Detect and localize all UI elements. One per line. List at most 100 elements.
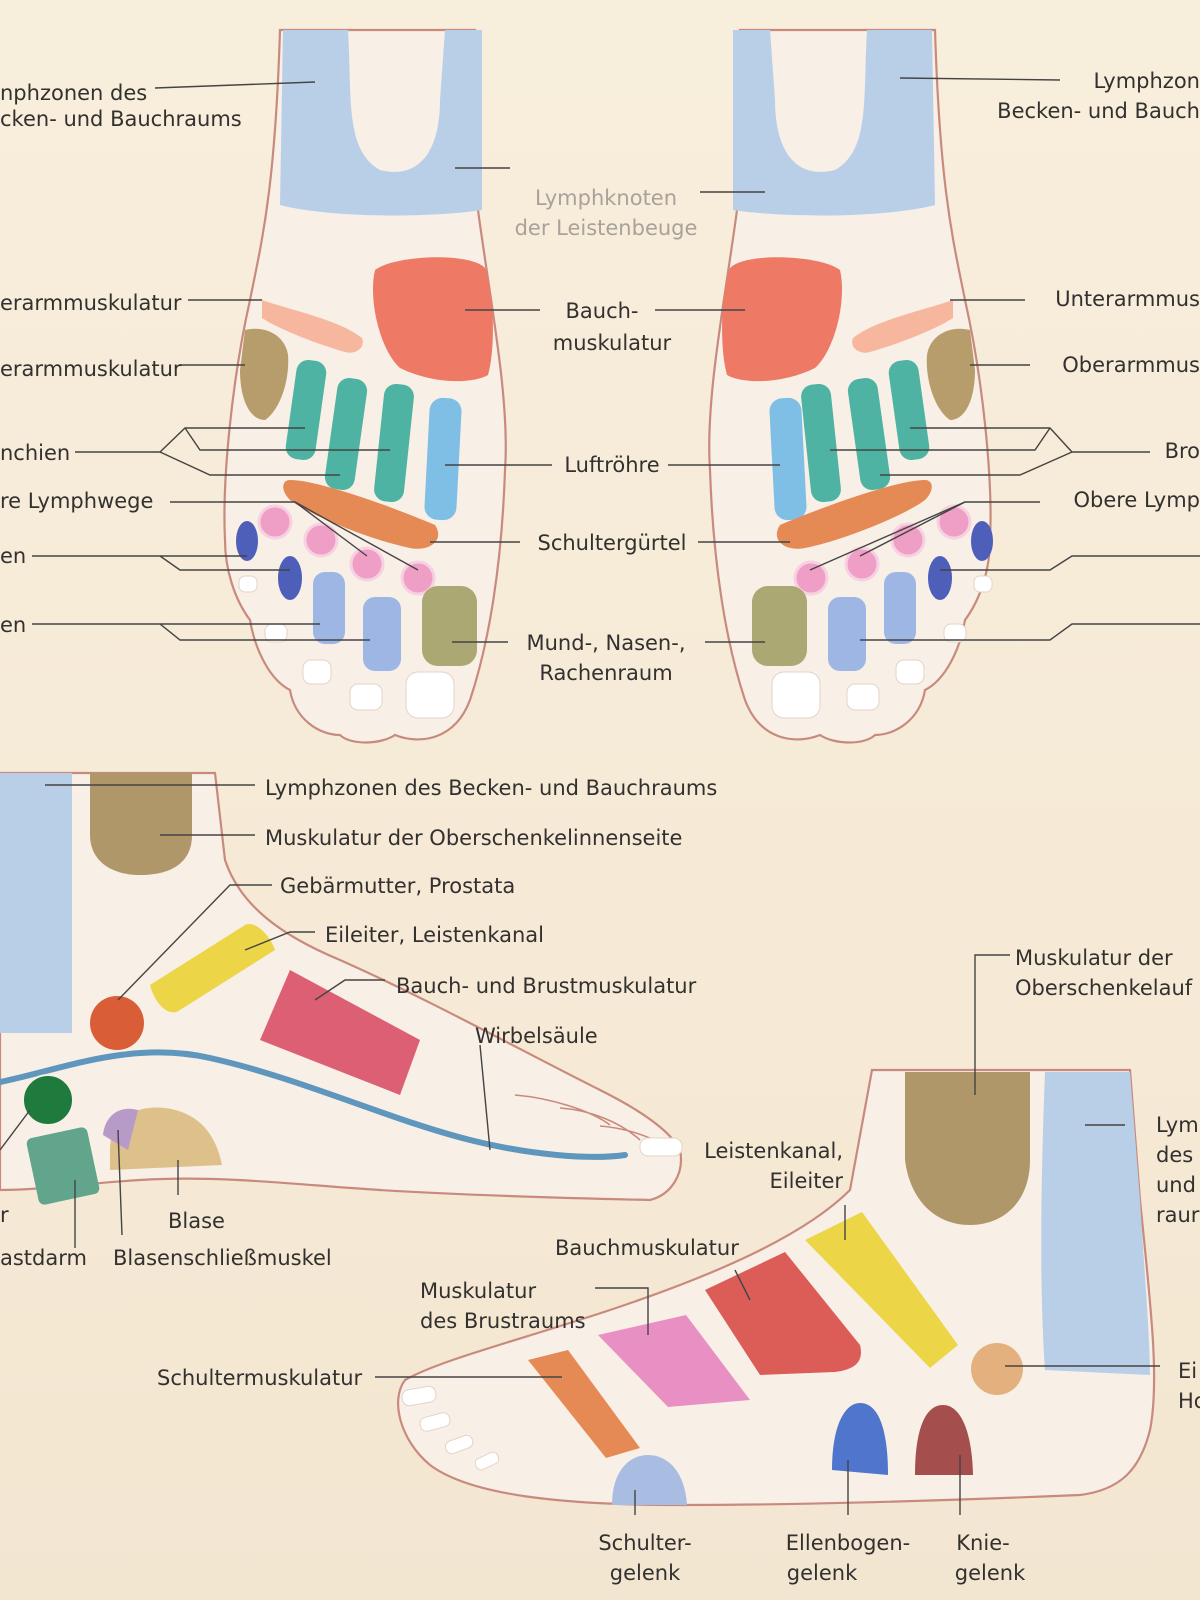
left-teeth-1 [313, 572, 345, 644]
right-foot-sole [708, 28, 993, 744]
inner-uterus-point [90, 996, 144, 1050]
left-lymph-pelvis-zone [280, 30, 482, 216]
label-outer-lymph-1: Lym [1156, 1113, 1199, 1137]
label-abdomen-2: muskulatur [553, 331, 672, 355]
label-outer-lymph-4: raur [1156, 1203, 1200, 1227]
left-upperarm-muscle [240, 328, 289, 420]
right-shoulder-girdle [776, 480, 932, 549]
label-outer-shoulder-joint-1: Schulter- [598, 1531, 691, 1555]
outer-knee-joint [915, 1405, 973, 1475]
inner-oviduct-zone [150, 924, 275, 1013]
label-inner-oviduct: Eileiter, Leistenkanal [325, 923, 544, 947]
label-shoulder-girdle: Schultergürtel [537, 531, 686, 555]
label-outer-shoulder-joint-2: gelenk [610, 1561, 681, 1585]
right-forearm-muscle [852, 300, 953, 353]
left-abdomen-muscle [372, 257, 493, 382]
right-nail-2 [943, 623, 967, 643]
label-left-en-1: en [0, 544, 26, 568]
label-groin-lymph-1: Lymphknoten [535, 186, 677, 210]
inner-sphincter-zone [103, 1108, 138, 1150]
label-outer-ovary-1: Ei [1178, 1359, 1197, 1383]
label-inner-bladder: Blase [168, 1209, 225, 1233]
right-bronchi-1 [888, 359, 930, 461]
inner-foot-outline [0, 771, 683, 1202]
outer-elbow-joint [832, 1403, 888, 1475]
label-inner-rectum: astdarm [0, 1246, 87, 1270]
label-outer-elbow-1: Ellenbogen- [786, 1531, 910, 1555]
label-groin-lymph-2: der Leistenbeuge [515, 216, 698, 240]
label-outer-shoulder-muscle: Schultermuskulatur [157, 1366, 363, 1390]
right-bronchi-2 [847, 378, 891, 490]
label-outer-lymph-3: und [1156, 1173, 1196, 1197]
outer-nail-2 [419, 1412, 451, 1432]
outer-nail-3 [444, 1434, 474, 1455]
inner-thigh-zone [90, 773, 192, 875]
label-inner-spine: Wirbelsäule [475, 1024, 598, 1048]
label-inner-lymph: Lymphzonen des Becken- und Bauchraums [265, 776, 717, 800]
label-right-bronchi: Bro [1165, 439, 1200, 463]
left-trachea [424, 397, 462, 521]
right-teeth-1 [884, 572, 916, 644]
label-inner-thigh: Muskulatur der Oberschenkelinnenseite [265, 826, 682, 850]
label-left-en-2: en [0, 613, 26, 637]
label-inner-sphincter: Blasenschließmuskel [113, 1246, 332, 1270]
right-trachea [769, 397, 807, 521]
left-lymph-point-4 [400, 560, 436, 596]
label-right-upperarm: Oberarmmus [1062, 353, 1200, 377]
right-nail-3 [895, 659, 925, 685]
label-left-upperarm: erarmmuskulatur [0, 357, 182, 381]
label-outer-chest-1: Muskulatur [420, 1279, 536, 1303]
left-foot-sole [223, 28, 507, 744]
label-outer-groin-1: Leistenkanal, [704, 1139, 843, 1163]
right-sinus-2 [928, 556, 952, 600]
label-inner-uterus: Gebärmutter, Prostata [280, 874, 515, 898]
right-nail-5 [771, 671, 821, 719]
left-bronchi-1 [285, 359, 327, 461]
left-mouth-zone [422, 586, 477, 666]
label-outer-chest-2: des Brustraums [420, 1309, 586, 1333]
inner-anus-zone [26, 1127, 100, 1205]
right-lymph-point-4 [793, 560, 829, 596]
right-mouth-zone [752, 586, 807, 666]
outer-lymph-zone [1041, 1072, 1150, 1375]
right-lymph-pelvis-zone [733, 30, 935, 216]
label-left-forearm: erarmmuskulatur [0, 291, 182, 315]
left-lymph-point-1 [257, 504, 293, 540]
right-sinus-1 [971, 521, 993, 561]
left-forearm-muscle [262, 300, 363, 353]
label-outer-lymph-2: des [1156, 1143, 1193, 1167]
right-nail-1 [973, 575, 993, 593]
label-mouth-1: Mund-, Nasen-, [527, 631, 686, 655]
top-leader-lines [32, 77, 1200, 643]
bottom-leader-lines [0, 784, 1160, 1515]
right-nail-4 [846, 683, 880, 711]
label-outer-thigh-1: Muskulatur der [1015, 946, 1173, 970]
outer-abdomen-zone [705, 1252, 861, 1375]
label-outer-knee-1: Knie- [956, 1531, 1009, 1555]
right-upperarm-muscle [926, 328, 975, 420]
left-bronchi-3 [374, 383, 414, 503]
label-inner-abdomen-chest: Bauch- und Brustmuskulatur [396, 974, 697, 998]
label-right-forearm: Unterarmmus [1055, 287, 1200, 311]
label-outer-groin-2: Eileiter [770, 1169, 844, 1193]
left-sinus-2 [278, 556, 302, 600]
outer-thigh-zone [905, 1072, 1030, 1225]
label-outer-knee-2: gelenk [955, 1561, 1026, 1585]
label-left-bronchi: nchien [0, 441, 70, 465]
left-sinus-1 [236, 521, 258, 561]
left-nail-4 [349, 683, 383, 711]
inner-chest-zone [260, 970, 420, 1095]
outer-nail-1 [401, 1385, 437, 1407]
left-lymph-point-2 [303, 522, 339, 558]
label-outer-elbow-2: gelenk [787, 1561, 858, 1585]
label-outer-thigh-2: Oberschenkelauf [1015, 976, 1193, 1000]
inner-bladder-zone [110, 1107, 222, 1170]
label-right-upper-lymph: Obere Lymp [1073, 488, 1200, 512]
right-bronchi-3 [801, 383, 841, 503]
left-nail-5 [405, 671, 455, 719]
left-shoulder-girdle [283, 480, 439, 549]
label-mouth-2: Rachenraum [539, 661, 672, 685]
inner-spine [0, 1049, 628, 1160]
inner-rectum-point [22, 1074, 74, 1126]
